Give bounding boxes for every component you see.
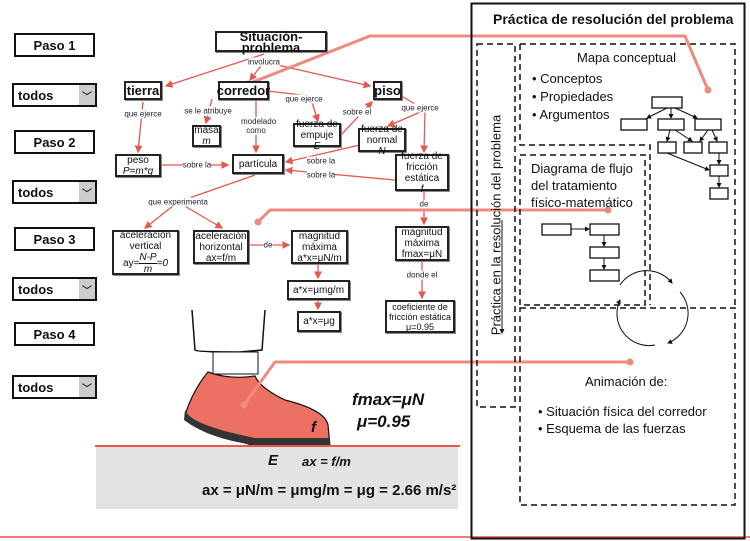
node-particula: partícula (232, 154, 284, 174)
link-label: de (263, 240, 273, 250)
list-item: • Esquema de las fuerzas (538, 421, 686, 436)
ax-result-equation: ax = μN/m = μmg/m = μg = 2.66 m/s² (202, 482, 457, 499)
friction-force-label: f (311, 419, 316, 436)
link-label: que experimenta (148, 197, 208, 207)
select-value: todos (18, 87, 54, 103)
select-value: todos (18, 379, 54, 395)
ax-equation: ax = f/m (302, 454, 351, 469)
panel-title: Práctica de resolución del problema (493, 11, 734, 27)
push-force-label: E (268, 452, 279, 469)
step-2-filter-select[interactable]: todos ﹀ (12, 180, 97, 204)
link-label: que ejerce (124, 109, 162, 119)
node-piso: piso (373, 81, 402, 100)
node-equation: P=m*g (122, 165, 154, 177)
step-4-button[interactable]: Paso 4 (14, 322, 95, 346)
animacion-heading: Animación de: (585, 374, 668, 389)
item-text: Conceptos (540, 71, 603, 86)
node-text: coeficiente de fricción estática (388, 301, 452, 322)
eq-part: =0 (156, 258, 169, 270)
node-equation: a*x=μN/m (297, 252, 342, 264)
link-label: de (419, 199, 429, 209)
list-item: • Propiedades (532, 89, 614, 104)
denominator: m (143, 264, 153, 275)
node-ax-mu-g: a*x=μg (297, 311, 341, 332)
flujo-heading: Diagrama de flujo del tratamiento físico… (531, 161, 633, 210)
node-ax-mu-mg-m: a*x=μmg/m (287, 280, 350, 300)
node-text: masa (194, 125, 219, 136)
node-symbol: f (420, 183, 424, 195)
item-text: Propiedades (540, 89, 614, 104)
node-text: peso (127, 154, 149, 166)
step-4-filter-select[interactable]: todos ﹀ (12, 375, 97, 399)
item-text: Situación física del corredor (546, 404, 707, 419)
item-text: Esquema de las fuerzas (546, 421, 686, 436)
node-text: magnitud máxima (401, 227, 443, 249)
node-corredor: corredor (216, 81, 271, 100)
node-text: aceleración horizontal (195, 230, 247, 253)
item-text: Argumentos (539, 107, 610, 122)
chevron-down-icon: ﹀ (79, 279, 95, 299)
select-value: todos (18, 281, 54, 297)
node-equation: ax=f/m (205, 252, 237, 264)
mapa-list: • Conceptos • Propiedades • Argumentos (532, 70, 613, 124)
runner-leg-illustration (184, 309, 331, 447)
chevron-down-icon: ﹀ (79, 85, 95, 105)
node-symbol: m (202, 136, 211, 147)
node-equation: fmax=μN (401, 249, 443, 260)
animacion-list: • Situación física del corredor • Esquem… (538, 403, 707, 437)
node-text: aceleración vertical (119, 230, 172, 252)
node-text: fuerza de normal (361, 123, 403, 146)
step-1-button[interactable]: Paso 1 (14, 33, 95, 57)
node-text: magnitud máxima (298, 230, 341, 253)
numerator: N-P (139, 252, 157, 264)
select-value: todos (18, 184, 54, 200)
link-label: sobre la (182, 160, 212, 170)
fmax-equation: fmax=μN (352, 390, 425, 409)
link-label: sobre la (306, 170, 336, 180)
node-situacion-problema: Situación-problema (215, 30, 327, 54)
link-label: sobre el (342, 107, 372, 117)
node-symbol: N (378, 145, 386, 157)
step-3-filter-select[interactable]: todos ﹀ (12, 277, 97, 301)
link-label: sobre la (306, 156, 336, 166)
vertical-label: Práctica en la resolución del problema (488, 114, 504, 336)
node-value: μ=0.95 (406, 321, 434, 332)
list-item: • Conceptos (532, 71, 603, 86)
node-tierra: tierra (124, 81, 162, 100)
chevron-down-icon: ﹀ (79, 182, 95, 202)
node-text: fuerza de fricción estática (401, 150, 443, 184)
link-label: donde el (406, 270, 438, 280)
node-symbol: E (313, 140, 321, 152)
eq-part: ay= (122, 258, 140, 270)
list-item: • Situación física del corredor (538, 404, 707, 419)
mapa-heading: Mapa conceptual (577, 50, 677, 65)
link-label: modelado como (241, 117, 277, 135)
link-label: que ejerce (401, 103, 439, 113)
node-text: fuerza de empuje (296, 118, 338, 141)
link-label: se le atribuye (184, 106, 232, 116)
mu-value: μ=0.95 (357, 412, 411, 431)
step-2-button[interactable]: Paso 2 (14, 130, 95, 154)
step-3-button[interactable]: Paso 3 (14, 227, 95, 251)
link-label: que ejerce (285, 94, 323, 104)
list-item: • Argumentos (532, 107, 610, 122)
chevron-down-icon: ﹀ (79, 377, 95, 397)
link-label: involucra (247, 57, 281, 67)
step-1-filter-select[interactable]: todos ﹀ (12, 83, 97, 107)
